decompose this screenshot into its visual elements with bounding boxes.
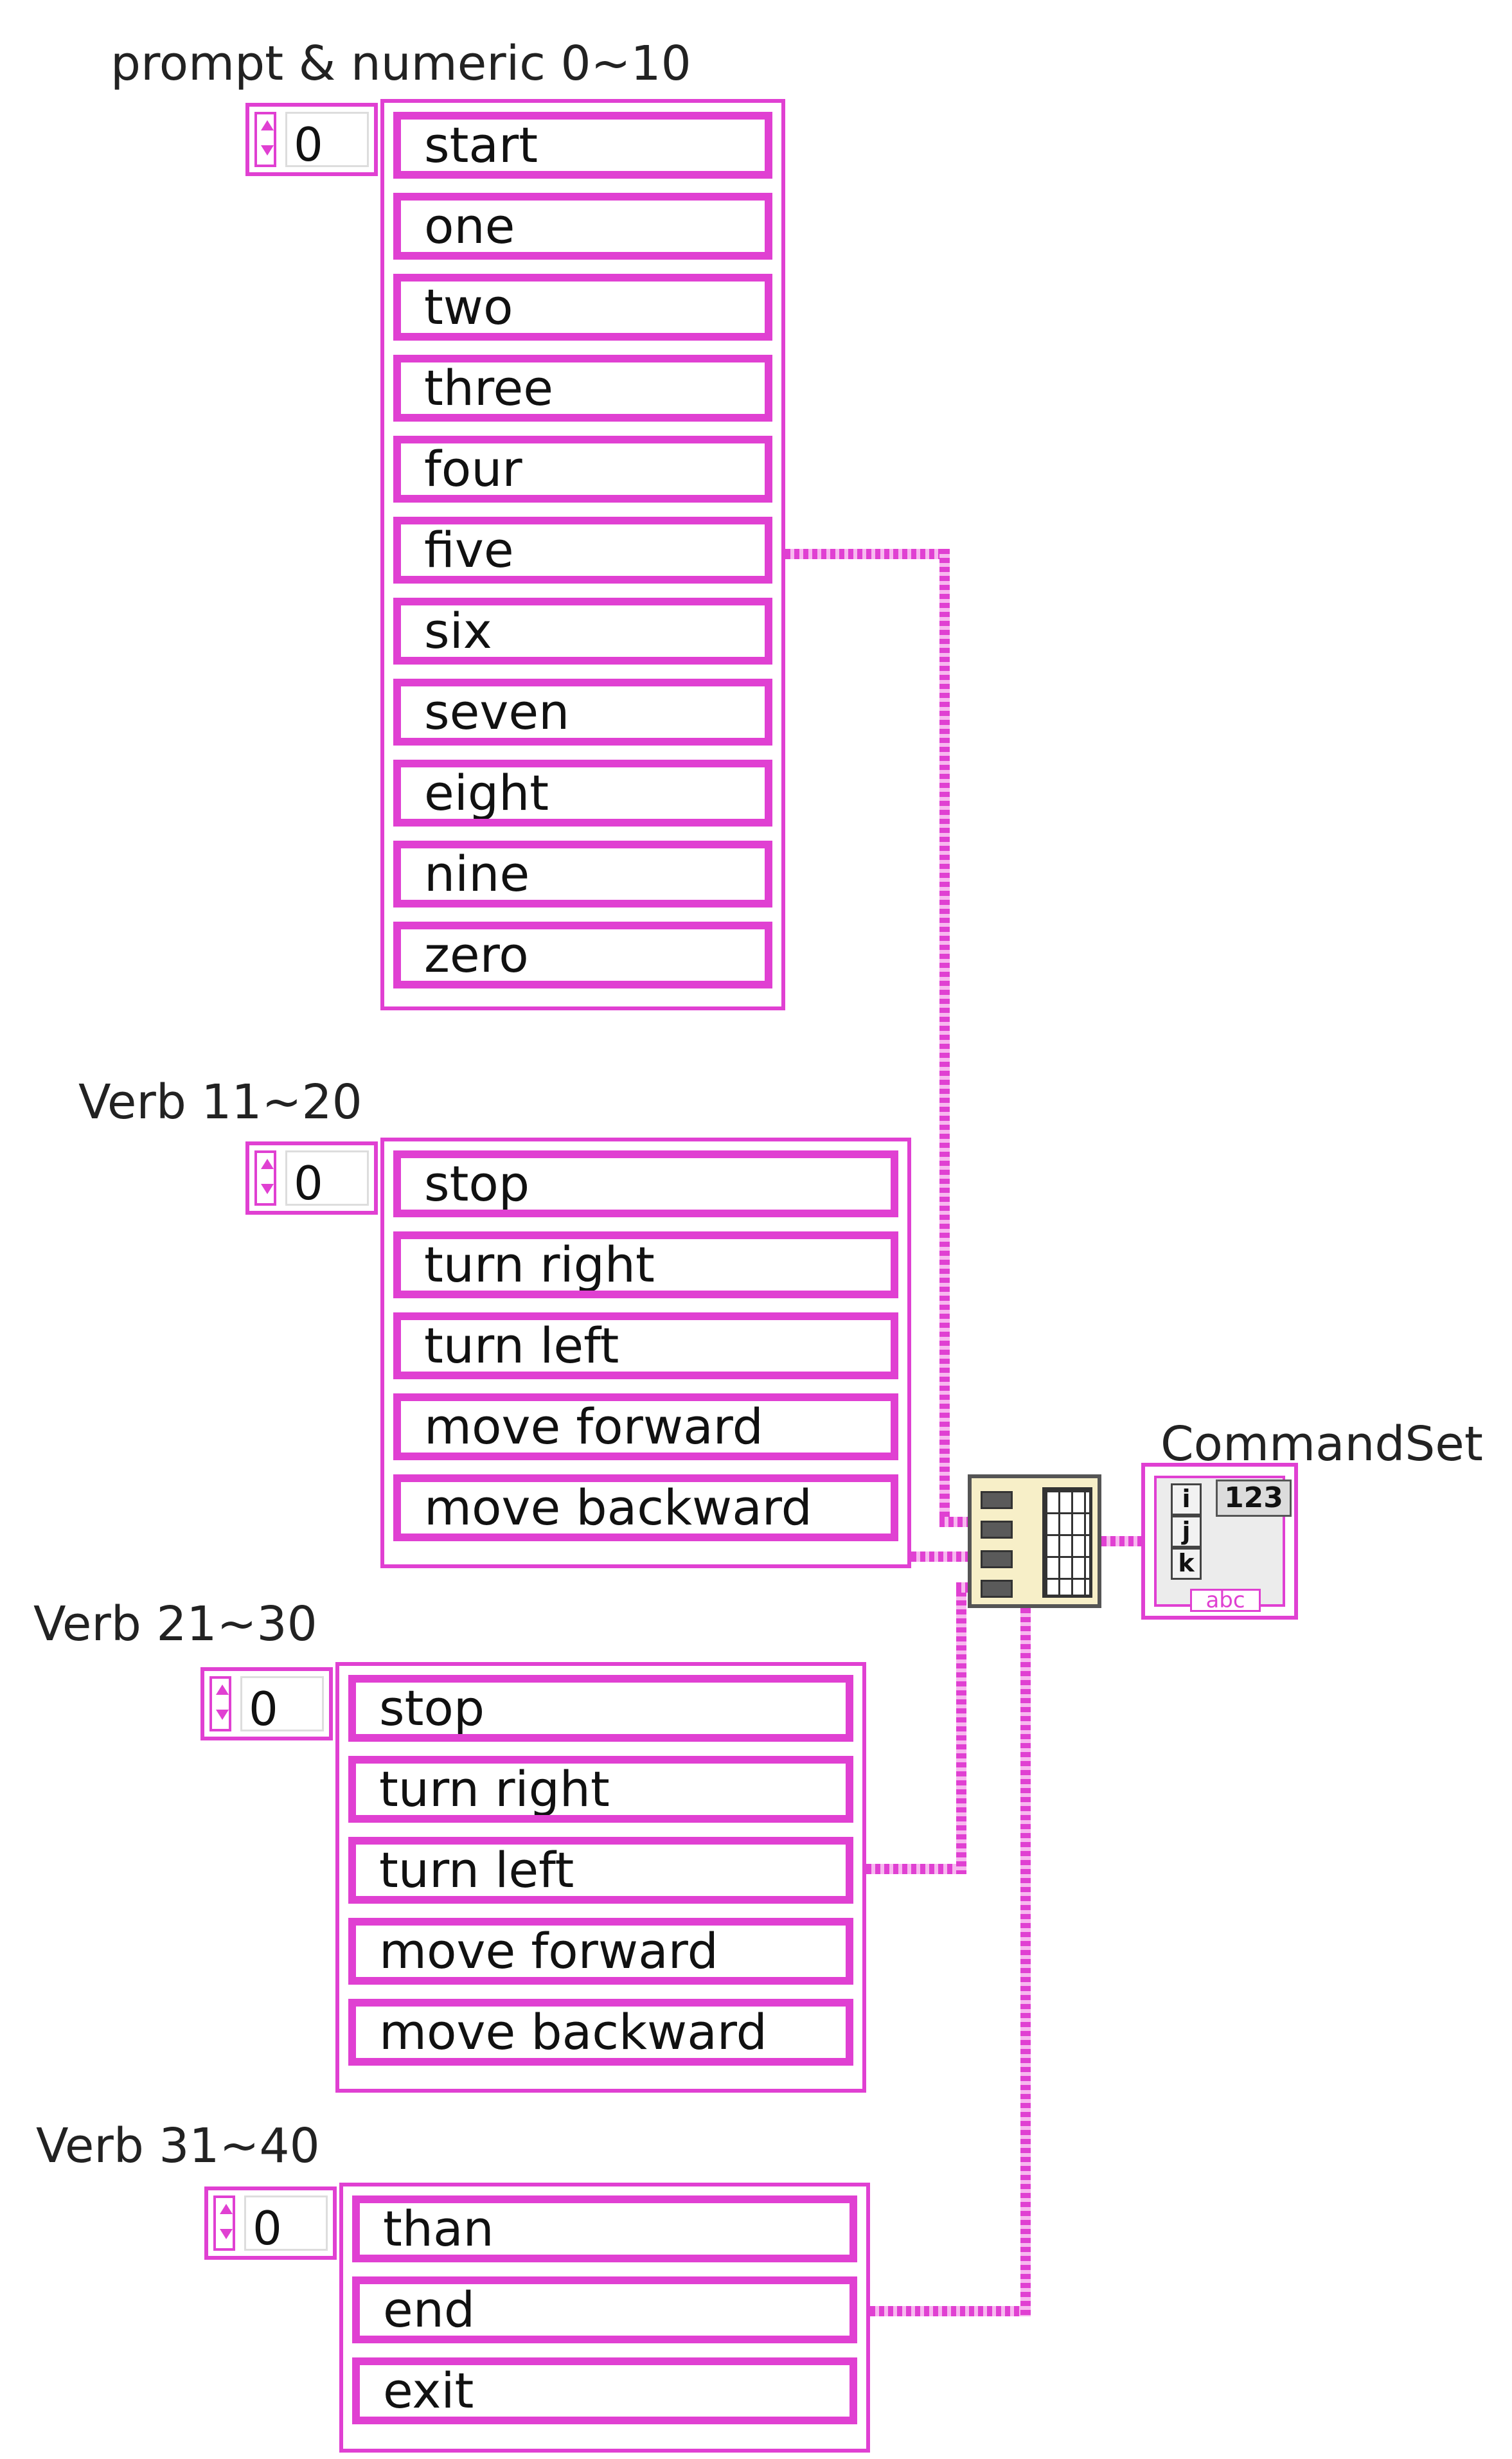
wire-verb-21-30-to-build[interactable] (956, 1582, 970, 1593)
increment-decrement-icon[interactable] (213, 2195, 235, 2251)
array-element[interactable]: stop (393, 1150, 898, 1217)
wire-verb-11-20[interactable] (911, 1551, 970, 1562)
array-element[interactable]: eight (393, 760, 772, 827)
index-value[interactable]: 0 (244, 2195, 328, 2255)
array-element[interactable]: move forward (393, 1393, 898, 1460)
wire-prompt-to-build[interactable] (939, 1517, 970, 1527)
array-element[interactable]: exit (352, 2357, 857, 2424)
array-element[interactable]: turn right (348, 1756, 853, 1823)
array-constant-verb-11-20[interactable]: stop turn right turn left move forward move … (380, 1138, 911, 1568)
index-control-verb-21-30[interactable]: 0 (200, 1667, 333, 1740)
group-label-verb-21-30: Verb 21~30 (33, 1596, 317, 1652)
index-control-prompt[interactable]: 0 (245, 103, 378, 176)
array-element[interactable]: three (393, 355, 772, 422)
index-value[interactable]: 0 (240, 1676, 324, 1736)
array-element[interactable]: turn left (348, 1837, 853, 1904)
increment-decrement-icon[interactable] (209, 1676, 231, 1731)
array-element[interactable]: one (393, 193, 772, 260)
increment-decrement-icon[interactable] (254, 112, 276, 167)
numeric-tag: 123 (1216, 1480, 1292, 1517)
index-value[interactable]: 0 (285, 112, 369, 172)
indicator-label: CommandSet (1161, 1417, 1483, 1472)
array-element[interactable]: seven (393, 679, 772, 746)
wire-prompt-vertical[interactable] (939, 549, 950, 1526)
tag-k: k (1171, 1548, 1202, 1580)
array-constant-verb-21-30[interactable]: stop turn right turn left move forward move … (335, 1662, 866, 2093)
array-element[interactable]: six (393, 598, 772, 665)
wire-build-to-indicator[interactable] (1101, 1536, 1144, 1546)
input-port-icon[interactable] (981, 1491, 1013, 1509)
array-element[interactable]: turn right (393, 1231, 898, 1298)
index-control-verb-11-20[interactable]: 0 (245, 1141, 378, 1215)
tag-i: i (1171, 1483, 1202, 1516)
array-elements: stop turn right turn left move forward move … (393, 1150, 898, 1555)
wire-verb-31-40-horizontal[interactable] (870, 2306, 1029, 2316)
array-element[interactable]: two (393, 274, 772, 341)
array-element[interactable]: four (393, 436, 772, 503)
array-elements: than end exit (352, 2195, 857, 2440)
array-element[interactable]: turn left (393, 1312, 898, 1379)
index-value[interactable]: 0 (285, 1150, 369, 1210)
group-label-verb-11-20: Verb 11~20 (78, 1075, 362, 1130)
group-label-prompt: prompt & numeric 0~10 (111, 36, 691, 91)
array-element[interactable]: move backward (393, 1474, 898, 1541)
array-constant-prompt[interactable]: start one two three four five six seven eight nin… (380, 99, 785, 1010)
array-element[interactable]: zero (393, 922, 772, 988)
array-element[interactable]: nine (393, 841, 772, 908)
build-array-node[interactable] (968, 1474, 1101, 1608)
array-element[interactable]: move forward (348, 1918, 853, 1985)
array-element[interactable]: start (393, 112, 772, 179)
array-elements: start one two three four five six seven eight nin… (393, 112, 772, 997)
array-element[interactable]: stop (348, 1675, 853, 1742)
array-element[interactable]: move backward (348, 1999, 853, 2066)
array-element[interactable]: end (352, 2276, 857, 2343)
tag-j: j (1171, 1516, 1202, 1548)
array-elements: stop turn right turn left move forward move … (348, 1675, 853, 2080)
input-port-icon[interactable] (981, 1580, 1013, 1598)
array-element[interactable]: than (352, 2195, 857, 2262)
wire-prompt-horizontal[interactable] (785, 549, 945, 559)
array-constant-verb-31-40[interactable]: than end exit (339, 2183, 870, 2453)
input-port-icon[interactable] (981, 1521, 1013, 1539)
wire-verb-21-30-vertical[interactable] (956, 1582, 966, 1874)
wire-verb-31-40-vertical[interactable] (1020, 1608, 1031, 2316)
group-label-verb-31-40: Verb 31~40 (36, 2118, 320, 2174)
index-control-verb-31-40[interactable]: 0 (204, 2186, 337, 2260)
commandset-indicator[interactable]: i j k 123 abc (1141, 1463, 1298, 1620)
increment-decrement-icon[interactable] (254, 1150, 276, 1206)
array-element[interactable]: five (393, 517, 772, 584)
string-tag: abc (1190, 1589, 1261, 1612)
input-port-icon[interactable] (981, 1550, 1013, 1568)
array-grid-icon (1042, 1487, 1092, 1598)
wire-verb-21-30-horizontal[interactable] (866, 1864, 961, 1874)
